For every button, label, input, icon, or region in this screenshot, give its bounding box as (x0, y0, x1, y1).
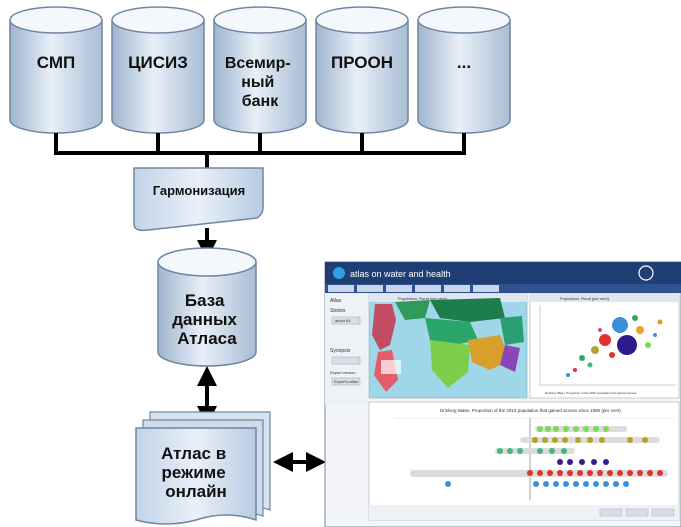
screenshot-header (325, 262, 681, 284)
screenshot-sidebar: Atlas Stories about All Synopsis Expert … (325, 293, 367, 405)
sidebar-stories: Stories (330, 308, 346, 314)
source-cylinder-world-bank: Всемир- ный банк (213, 6, 307, 134)
wb-line-3: банк (242, 93, 279, 110)
oa-line-1: Атлас в (161, 444, 226, 463)
atlas-screenshot: atlas on water and health Atlas Stories … (324, 261, 681, 527)
screenshot-scatter-panel: Population, Rural (per cent) Drinking Wa… (529, 293, 680, 399)
atlas-database-cylinder: База данных Атласа (157, 247, 257, 367)
screenshot-dotplot-panel: Drinking Water, Proportion of the 2010 p… (368, 401, 680, 521)
database-label: База данных Атласа (172, 291, 242, 348)
sidebar-about-all[interactable]: about All (335, 318, 350, 323)
sidebar-experts-atlas[interactable]: Expert's atlas (334, 379, 358, 384)
oa-line-3: онлайн (165, 482, 227, 501)
oa-line-2: режиме (162, 463, 226, 482)
wb-line-1: Всемир- (225, 55, 291, 72)
harmonization-label: Гармонизация (153, 183, 246, 198)
atlas-logo-icon (333, 267, 345, 279)
source-cylinder-undp: ПРООН (315, 6, 409, 134)
db-line-1: База (185, 291, 225, 310)
source-label-smp: СМП (37, 53, 75, 72)
source-cylinder-cisiz: ЦИСИЗ (111, 6, 205, 134)
db-line-3: Атласа (177, 329, 237, 348)
online-atlas-label: Атлас в режиме онлайн (161, 444, 231, 501)
scatter-label: Population, Rural (per cent) (560, 296, 610, 301)
wb-line-2: ный (241, 74, 274, 91)
sidebar-synopsis: Synopsis (330, 348, 351, 354)
screenshot-nav-tabs (328, 285, 499, 292)
source-cylinder-smp: СМП (9, 6, 103, 134)
source-label-undp: ПРООН (331, 53, 393, 72)
sidebar-expert-version: Expert version (330, 370, 356, 375)
dotplot-title: Drinking Water, Proportion of the 2010 p… (440, 408, 621, 413)
sidebar-atlas: Atlas (330, 298, 342, 304)
who-emblem-icon (638, 265, 654, 281)
harmonization-block: Гармонизация (133, 167, 264, 232)
screenshot-title: atlas on water and health (350, 269, 451, 279)
source-cylinder-more: ... (417, 6, 511, 134)
screenshot-map-panel: Population, Rural (per cent) (368, 293, 528, 399)
map-label: Population, Rural (per cent) (398, 296, 448, 301)
online-atlas-documents: Атлас в режиме онлайн (135, 411, 271, 525)
scatter-axis-label: Drinking Water, Proportion of the 2010 p… (545, 391, 637, 395)
source-label-cisiz: ЦИСИЗ (128, 53, 188, 72)
source-label-world-bank: Всемир- ный банк (225, 55, 295, 110)
source-label-more: ... (457, 53, 471, 72)
db-line-2: данных (172, 310, 237, 329)
connector-bus (54, 133, 466, 168)
